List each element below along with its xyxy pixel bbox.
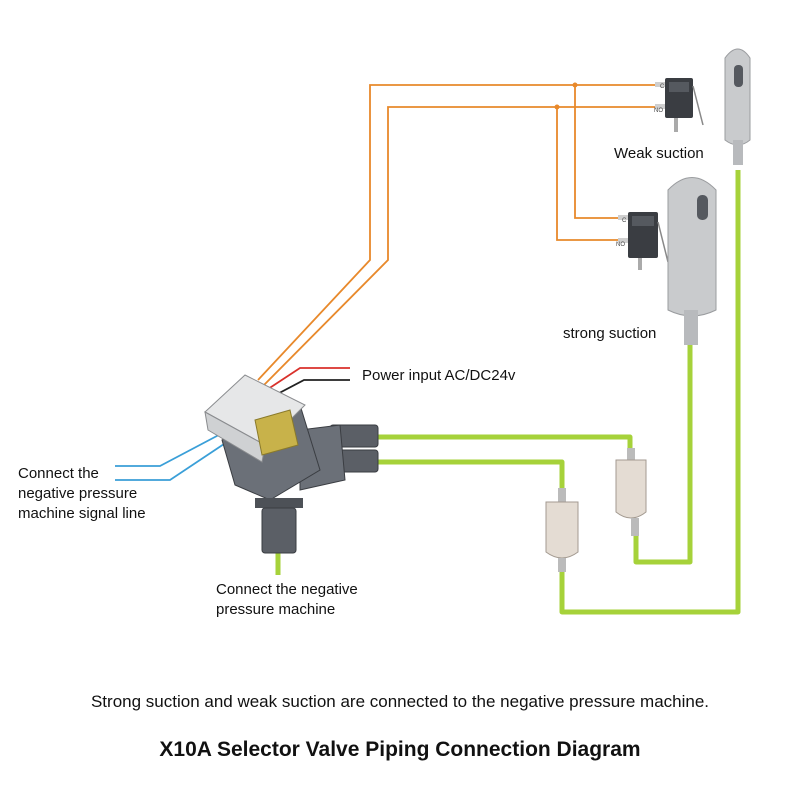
tube-weak-return <box>559 170 741 615</box>
microswitch-weak <box>655 78 704 132</box>
label-signal-line: Connect the negative pressure machine si… <box>18 465 146 522</box>
strong-suction-handpiece <box>667 177 717 345</box>
label-power-input: Power input AC/DC24v <box>362 367 516 384</box>
label-weak-suction: Weak suction <box>614 145 704 162</box>
orange-wires <box>257 84 655 386</box>
tube-strong-return <box>633 345 693 565</box>
tube-weak <box>376 459 565 490</box>
filter-weak <box>545 488 579 572</box>
diagram-caption: Strong suction and weak suction are conn… <box>90 692 710 711</box>
pin-no-top: NO <box>654 108 663 114</box>
pin-no-bottom: NO <box>616 242 625 248</box>
pin-c-bottom: C <box>622 218 627 224</box>
suction-tubes <box>275 170 741 615</box>
x10a-selector-valve <box>204 374 379 554</box>
filter-strong <box>615 448 647 536</box>
tube-strong <box>376 434 633 450</box>
microswitch-strong <box>618 212 669 270</box>
label-negative-machine: Connect the negative pressure machine <box>216 581 358 618</box>
diagram-title: X10A Selector Valve Piping Connection Di… <box>159 738 641 761</box>
weak-suction-handpiece <box>724 48 751 165</box>
label-strong-suction: strong suction <box>563 325 657 342</box>
blue-wires <box>115 427 237 481</box>
pin-c-top: C <box>660 84 665 90</box>
